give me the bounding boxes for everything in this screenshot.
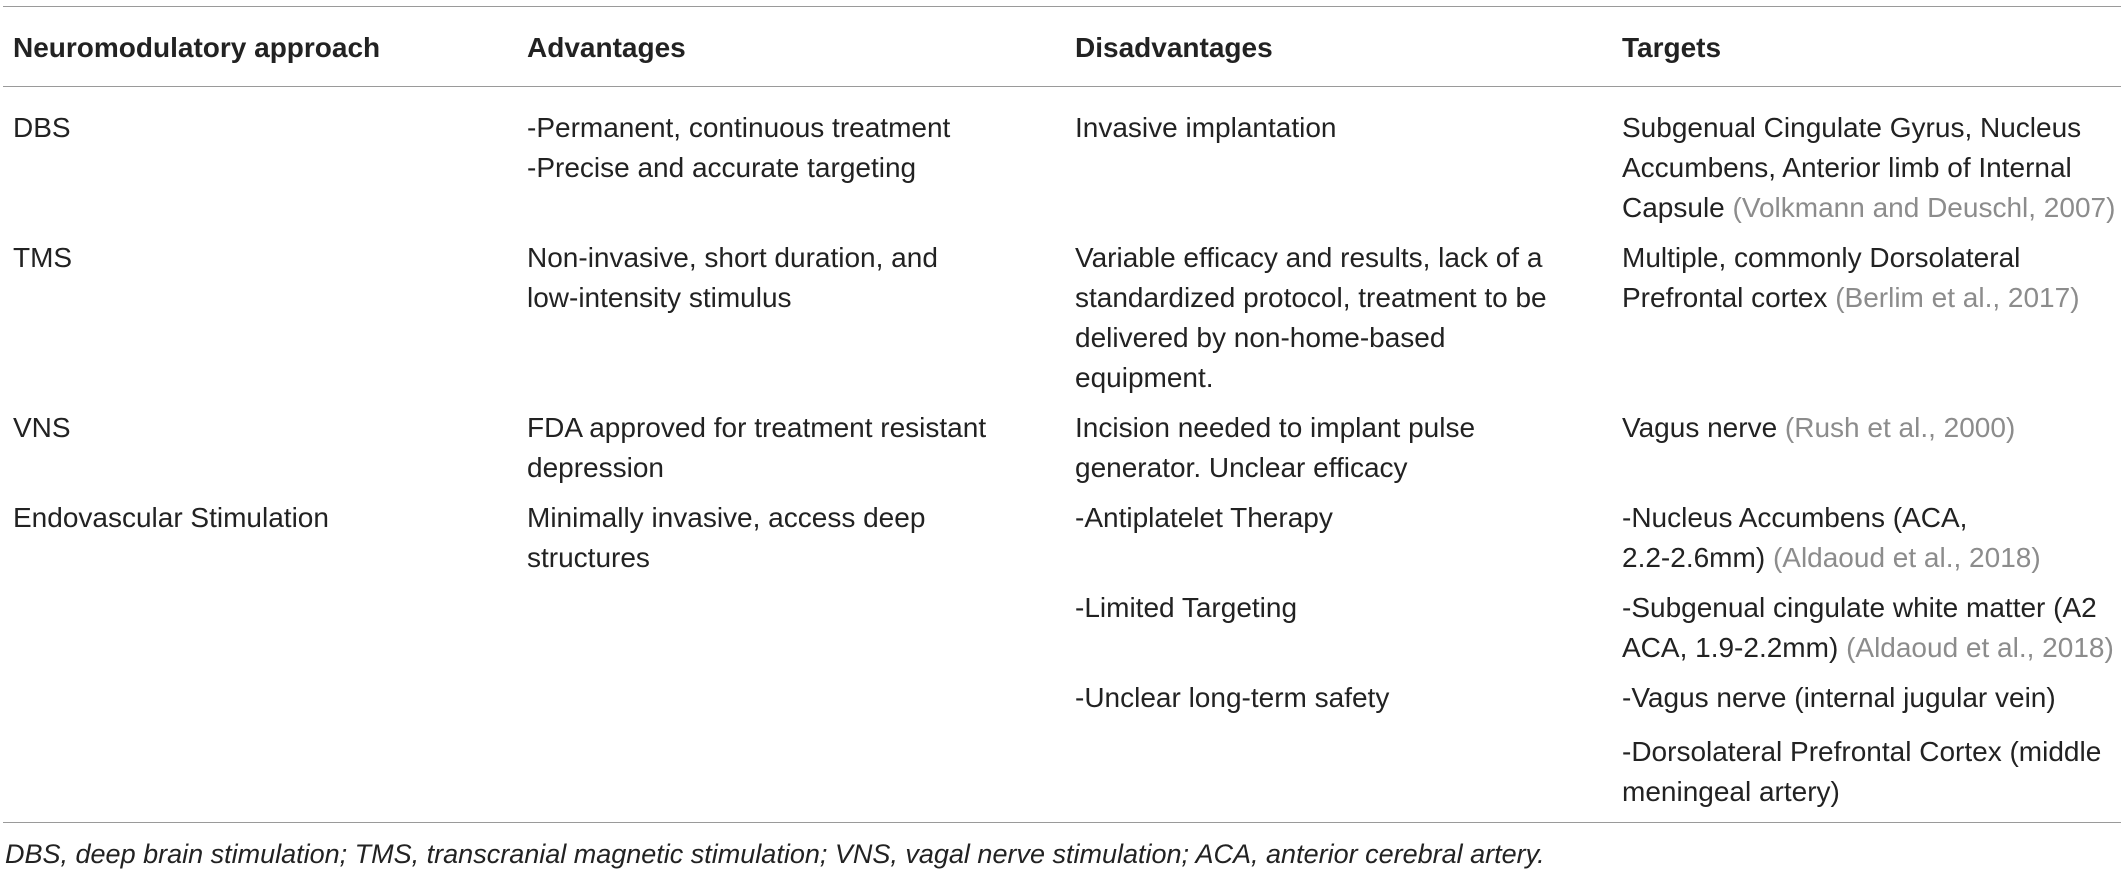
header-rule — [3, 86, 2121, 87]
target-text: Vagus nerve — [1622, 412, 1785, 443]
advantage-line: structures — [527, 542, 650, 573]
citation-link[interactable]: (Volkmann and Deuschl, 2007) — [1732, 192, 2116, 223]
target-line-with-cite: Vagus nerve (Rush et al., 2000) — [1622, 408, 2015, 448]
advantage-line: FDA approved for treatment resistant — [527, 412, 987, 443]
advantage-line: low-intensity stimulus — [527, 282, 792, 313]
citation-link[interactable]: (Berlim et al., 2017) — [1835, 282, 2080, 313]
disadvantage-item: -Limited Targeting — [1075, 592, 1298, 623]
row-dbs-approach: DBS — [13, 112, 71, 143]
advantage-line: -Permanent, continuous treatment — [527, 112, 951, 143]
target-line-with-cite: Capsule (Volkmann and Deuschl, 2007) — [1622, 188, 2115, 228]
target-line-with-cite: ACA, 1.9-2.2mm) (Aldaoud et al., 2018) — [1622, 628, 2114, 668]
row-vns-approach: VNS — [13, 412, 71, 443]
header-approach: Neuromodulatory approach — [13, 32, 381, 63]
row-tms-approach: TMS — [13, 242, 73, 273]
disadvantage-line: equipment. — [1075, 362, 1214, 393]
citation-link[interactable]: (Aldaoud et al., 2018) — [1772, 542, 2041, 573]
row-dbs-advantages: -Permanent, continuous treatment -Precis… — [527, 108, 950, 188]
row-tms-disadvantages: Variable efficacy and results, lack of a… — [1075, 238, 1547, 398]
target-line: Multiple, commonly Dorsolateral — [1622, 242, 2021, 273]
header-advantages: Advantages — [527, 32, 686, 63]
advantage-line: depression — [527, 452, 664, 483]
disadvantage-item: -Antiplatelet Therapy — [1075, 502, 1333, 533]
disadvantage-line: Invasive implantation — [1075, 112, 1337, 143]
advantage-line: Minimally invasive, access deep — [527, 502, 926, 533]
target-line: Accumbens, Anterior limb of Internal — [1622, 152, 2072, 183]
header-disadvantages: Disadvantages — [1075, 32, 1273, 63]
disadvantage-line: standardized protocol, treatment to be — [1075, 282, 1547, 313]
disadvantage-line: Variable efficacy and results, lack of a — [1075, 242, 1543, 273]
row-vns-targets: Vagus nerve (Rush et al., 2000) — [1622, 408, 2015, 448]
target-item: -Dorsolateral Prefrontal Cortex (middle … — [1622, 732, 2101, 812]
citation-link[interactable]: (Aldaoud et al., 2018) — [1846, 632, 2114, 663]
target-line: -Nucleus Accumbens (ACA, — [1622, 502, 1968, 533]
advantage-line: Non-invasive, short duration, and — [527, 242, 938, 273]
target-item: -Vagus nerve (internal jugular vein) — [1622, 678, 2056, 718]
row-vns-advantages: FDA approved for treatment resistant dep… — [527, 408, 986, 488]
disadvantage-line: Incision needed to implant pulse — [1075, 412, 1476, 443]
target-text: Prefrontal cortex — [1622, 282, 1836, 313]
disadvantage-line: generator. Unclear efficacy — [1075, 452, 1408, 483]
row-tms-targets: Multiple, commonly Dorsolateral Prefront… — [1622, 238, 2080, 318]
row-dbs-disadvantages: Invasive implantation — [1075, 108, 1336, 148]
target-text: 2.2-2.6mm) — [1622, 542, 1773, 573]
row-endovascular-approach: Endovascular Stimulation — [13, 502, 329, 533]
row-tms-advantages: Non-invasive, short duration, and low-in… — [527, 238, 938, 318]
row-endovascular-advantages: Minimally invasive, access deep structur… — [527, 498, 925, 578]
target-line: -Subgenual cingulate white matter (A2 — [1622, 592, 2097, 623]
row-vns-disadvantages: Incision needed to implant pulse generat… — [1075, 408, 1475, 488]
target-line-with-cite: 2.2-2.6mm) (Aldaoud et al., 2018) — [1622, 538, 2041, 578]
target-line: meningeal artery) — [1622, 776, 1840, 807]
target-text: ACA, 1.9-2.2mm) — [1622, 632, 1847, 663]
target-line-with-cite: Prefrontal cortex (Berlim et al., 2017) — [1622, 278, 2080, 318]
disadvantage-item: -Unclear long-term safety — [1075, 682, 1390, 713]
target-text: Capsule — [1622, 192, 1733, 223]
target-line: Subgenual Cingulate Gyrus, Nucleus — [1622, 112, 2082, 143]
target-line: -Vagus nerve (internal jugular vein) — [1622, 682, 2056, 713]
table-top-rule — [3, 6, 2121, 7]
target-line: -Dorsolateral Prefrontal Cortex (middle — [1622, 736, 2102, 767]
target-item: -Nucleus Accumbens (ACA, 2.2-2.6mm) (Ald… — [1622, 498, 2041, 578]
table-bottom-rule — [3, 822, 2121, 823]
target-item: -Subgenual cingulate white matter (A2 AC… — [1622, 588, 2114, 668]
header-targets: Targets — [1622, 32, 1722, 63]
table-footnote: DBS, deep brain stimulation; TMS, transc… — [5, 839, 1545, 869]
row-dbs-targets: Subgenual Cingulate Gyrus, Nucleus Accum… — [1622, 108, 2115, 228]
citation-link[interactable]: (Rush et al., 2000) — [1784, 412, 2016, 443]
advantage-line: -Precise and accurate targeting — [527, 152, 917, 183]
disadvantage-line: delivered by non-home-based — [1075, 322, 1446, 353]
